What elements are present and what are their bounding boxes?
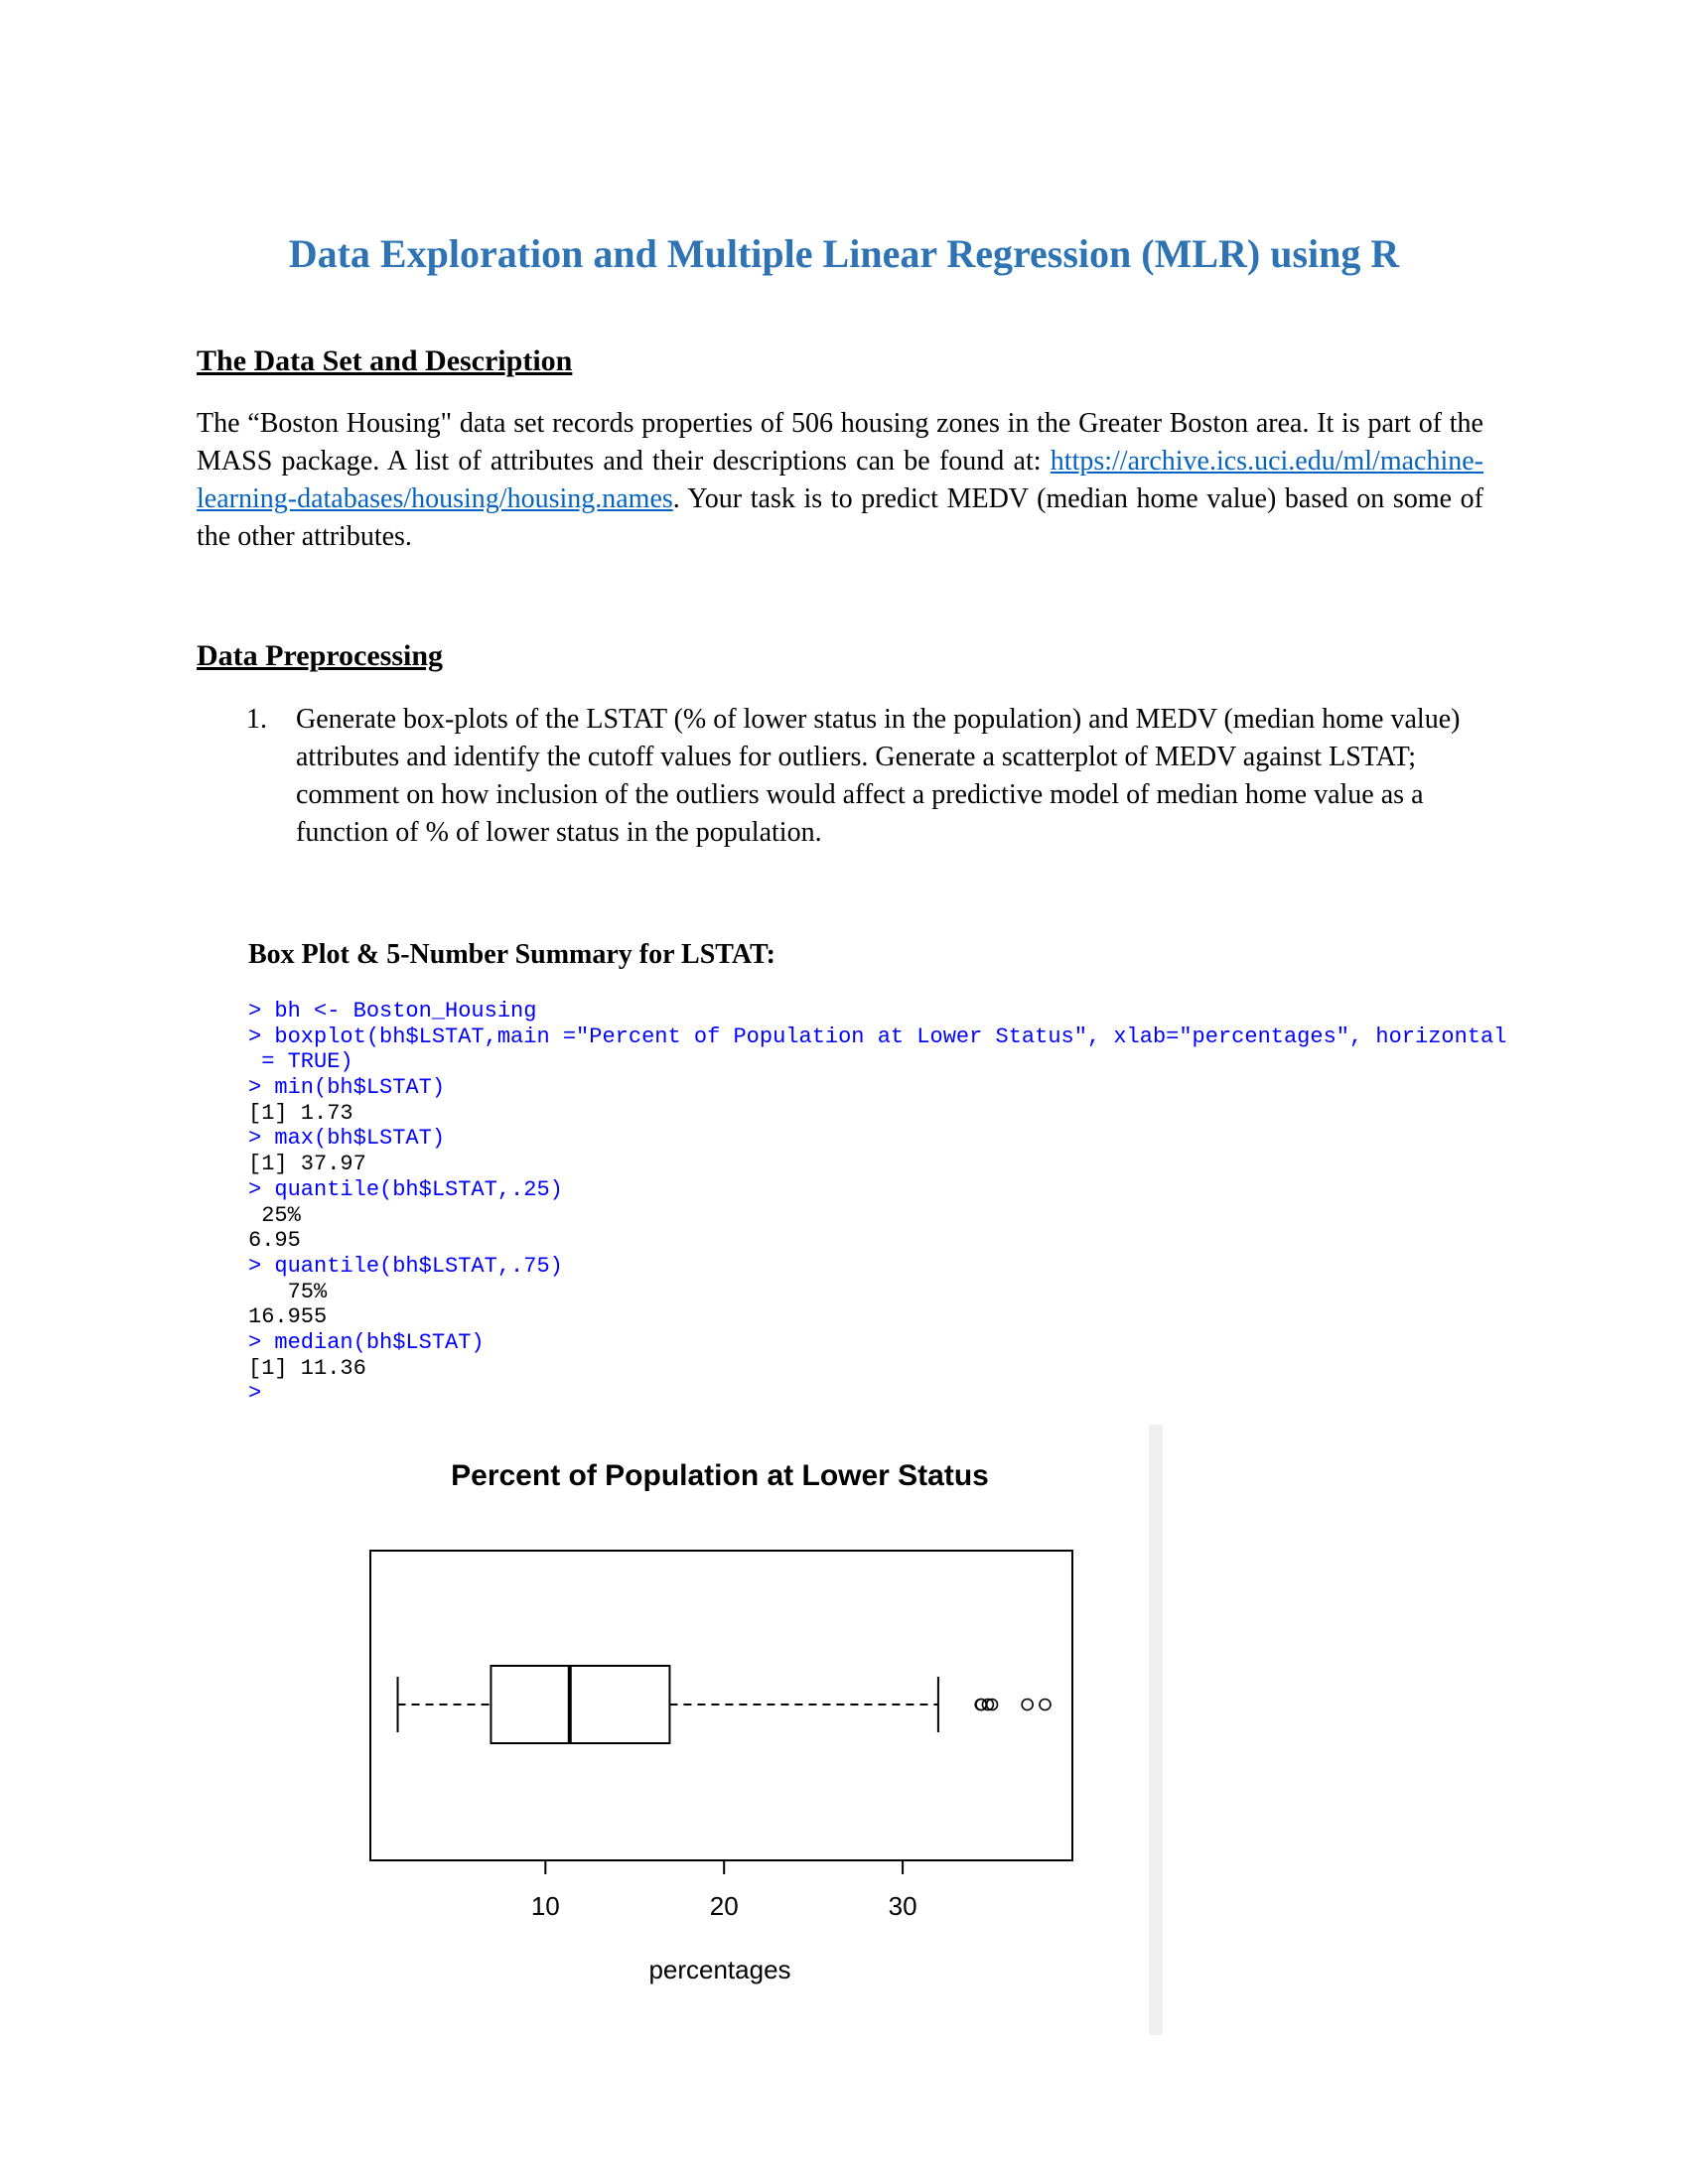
console-output-line: 6.95	[248, 1228, 301, 1254]
console-output-line: [1] 11.36	[248, 1355, 366, 1381]
outlier-point	[1039, 1698, 1052, 1711]
list-item-text: Generate box-plots of the LSTAT (% of lo…	[296, 704, 1461, 848]
section-heading-data-set: The Data Set and Description	[197, 344, 573, 377]
chart-title: Percent of Population at Lower Status	[451, 1459, 989, 1492]
page-title: Data Exploration and Multiple Linear Reg…	[288, 231, 1400, 276]
console-command-line: > max(bh$LSTAT)	[248, 1126, 446, 1152]
console-output-line: [1] 1.73	[248, 1100, 353, 1126]
console-command-line: > median(bh$LSTAT)	[248, 1329, 485, 1355]
outlier-point	[975, 1698, 988, 1711]
console-output-line: 25%	[248, 1202, 301, 1228]
outlier-point	[985, 1698, 999, 1711]
console-command-line: = TRUE)	[248, 1049, 353, 1075]
console-command-line: > quantile(bh$LSTAT,.75)	[248, 1253, 563, 1279]
outlier-point	[981, 1698, 995, 1711]
console-command-line: >	[248, 1381, 262, 1407]
console-output-line: 75%	[248, 1279, 328, 1304]
console-command-line: > quantile(bh$LSTAT,.25)	[248, 1176, 563, 1202]
x-axis-label: percentages	[648, 1955, 790, 1984]
iqr-box	[490, 1665, 671, 1744]
console-command-line: > min(bh$LSTAT)	[248, 1075, 446, 1101]
console-output-line: 16.955	[248, 1304, 328, 1330]
plot-frame	[369, 1550, 1073, 1861]
outlier-point	[1021, 1698, 1034, 1711]
console-command-line: > bh <- Boston_Housing	[248, 999, 537, 1024]
console-output-line: [1] 37.97	[248, 1152, 366, 1177]
boxplot-chart: Percent of Population at Lower Status 10…	[338, 1425, 1162, 2035]
r-console-output: > bh <- Boston_Housing> boxplot(bh$LSTAT…	[248, 999, 1506, 1407]
x-tick-label: 10	[531, 1891, 560, 1921]
x-tick-label: 30	[889, 1891, 917, 1921]
boxplot-subheading: Box Plot & 5-Number Summary for LSTAT:	[248, 939, 775, 970]
panel-divider	[1149, 1425, 1163, 2035]
housing-names-link[interactable]: https://archive.ics.uci.edu/ml/machine-l…	[197, 446, 1483, 514]
data-set-description: The “Boston Housing" data set records pr…	[197, 405, 1483, 556]
x-tick-label: 20	[710, 1891, 739, 1921]
list-item-number: 1.	[246, 704, 267, 735]
description-text-part2: . Your task is to predict MEDV (median h…	[197, 483, 1483, 552]
boxplot-svg: Percent of Population at Lower Status 10…	[369, 1459, 1073, 1984]
console-command-line: > boxplot(bh$LSTAT,main ="Percent of Pop…	[248, 1024, 1507, 1049]
list-item: 1. Generate box-plots of the LSTAT (% of…	[197, 701, 1483, 852]
description-text-part1: The “Boston Housing" data set records pr…	[197, 408, 1483, 477]
task-list: 1. Generate box-plots of the LSTAT (% of…	[197, 701, 1483, 852]
section-heading-preprocessing: Data Preprocessing	[197, 639, 444, 672]
